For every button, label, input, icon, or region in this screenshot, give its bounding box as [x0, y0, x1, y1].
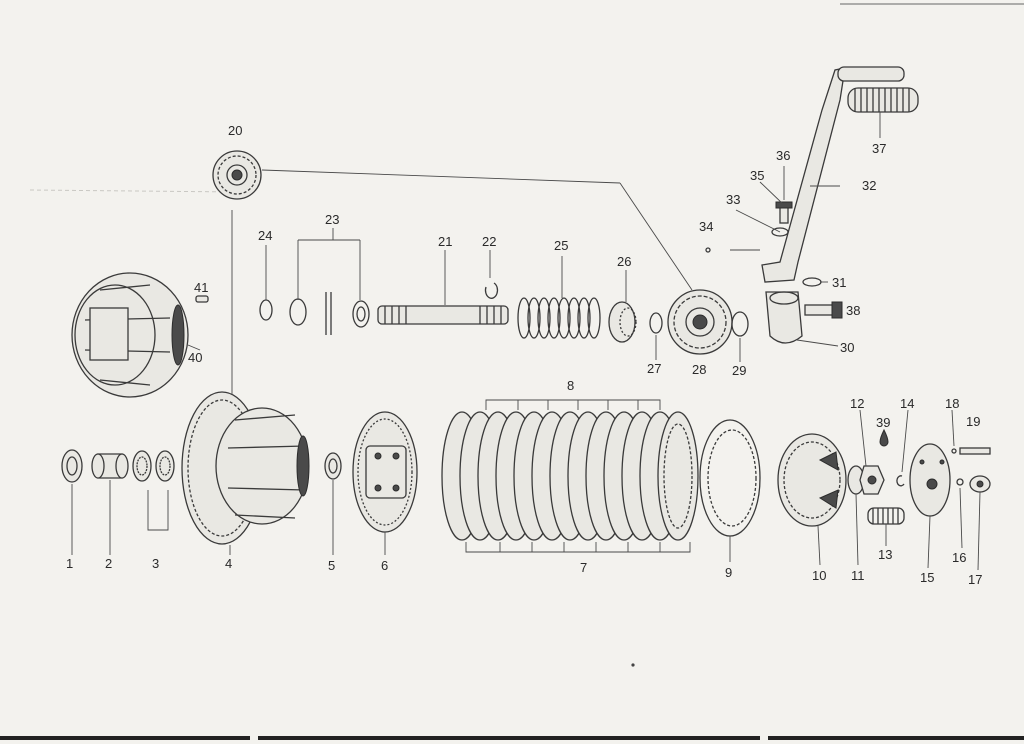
steel-plate-9	[699, 419, 761, 537]
part-label-25: 25	[554, 238, 568, 253]
part-label-38: 38	[846, 303, 860, 318]
part-label-36: 36	[776, 148, 790, 163]
part-label-9: 9	[725, 565, 732, 580]
needle-bearing-3	[132, 450, 175, 531]
spring-25	[517, 297, 601, 339]
part-label-15: 15	[920, 570, 934, 585]
part-label-10: 10	[812, 568, 826, 583]
part-label-4: 4	[225, 556, 232, 571]
assembly-lines	[231, 169, 693, 395]
nut-11-12	[847, 465, 885, 495]
part-label-28: 28	[692, 362, 706, 377]
shaft-21	[377, 305, 509, 325]
part-label-18: 18	[945, 396, 959, 411]
part-label-19: 19	[966, 414, 980, 429]
part-label-3: 3	[152, 556, 159, 571]
part-label-23: 23	[325, 212, 339, 227]
washer-29	[731, 311, 749, 337]
part-label-11: 11	[851, 568, 865, 583]
part-label-33: 33	[726, 192, 740, 207]
part-label-21: 21	[438, 234, 452, 249]
gear-20	[212, 150, 262, 200]
part-label-2: 2	[105, 556, 112, 571]
gear-28	[667, 289, 733, 355]
ring-22	[484, 282, 499, 299]
washer-set-23	[289, 292, 370, 335]
clutch-basket-40	[71, 272, 189, 398]
part-label-5: 5	[328, 558, 335, 573]
ring-31	[802, 277, 822, 287]
part-label-6: 6	[381, 558, 388, 573]
clamp-30	[765, 291, 803, 344]
cover-plate-15	[909, 443, 951, 517]
part-label-34: 34	[699, 219, 713, 234]
part-label-29: 29	[732, 363, 746, 378]
bolt-38	[804, 301, 843, 319]
part-label-31: 31	[832, 275, 846, 290]
hardware-33-36	[705, 201, 793, 253]
drop-39	[879, 428, 889, 447]
grip-37	[847, 87, 919, 113]
washer-5	[324, 452, 342, 480]
part-label-41: 41	[194, 280, 208, 295]
part-label-12: 12	[850, 396, 864, 411]
part-label-8: 8	[567, 378, 574, 393]
part-label-35: 35	[750, 168, 764, 183]
part-label-26: 26	[617, 254, 631, 269]
part-label-30: 30	[840, 340, 854, 355]
clutch-plate-stack-7-8	[441, 399, 699, 553]
washer-27	[649, 312, 663, 334]
part-label-16: 16	[952, 550, 966, 565]
pressure-plate-10	[777, 433, 847, 527]
bushing-2	[91, 453, 129, 479]
pinion-26	[608, 301, 637, 343]
part-label-32: 32	[862, 178, 876, 193]
part-label-13: 13	[878, 547, 892, 562]
pin-41	[195, 295, 209, 303]
leader-lines	[71, 112, 981, 571]
spring-13	[867, 507, 905, 525]
part-labels: 1 2 3 4 5 6 7 8 9 10 11 12 13 14 15 16 1…	[66, 123, 982, 587]
part-label-17: 17	[968, 572, 982, 587]
part-label-7: 7	[580, 560, 587, 575]
scan-artifacts	[0, 3, 1024, 740]
kick-lever-32	[761, 66, 905, 283]
part-label-22: 22	[482, 234, 496, 249]
primary-gear-4	[181, 391, 310, 545]
washer-1	[61, 449, 83, 483]
clip-14	[896, 475, 905, 487]
part-label-27: 27	[647, 361, 661, 376]
fasteners-16-19	[951, 447, 991, 493]
part-label-1: 1	[66, 556, 73, 571]
part-label-40: 40	[188, 350, 202, 365]
part-label-20: 20	[228, 123, 242, 138]
circlip-24	[259, 299, 273, 321]
part-label-24: 24	[258, 228, 272, 243]
inner-hub-6	[352, 411, 418, 533]
part-label-14: 14	[900, 396, 914, 411]
part-label-37: 37	[872, 141, 886, 156]
part-label-39: 39	[876, 415, 890, 430]
